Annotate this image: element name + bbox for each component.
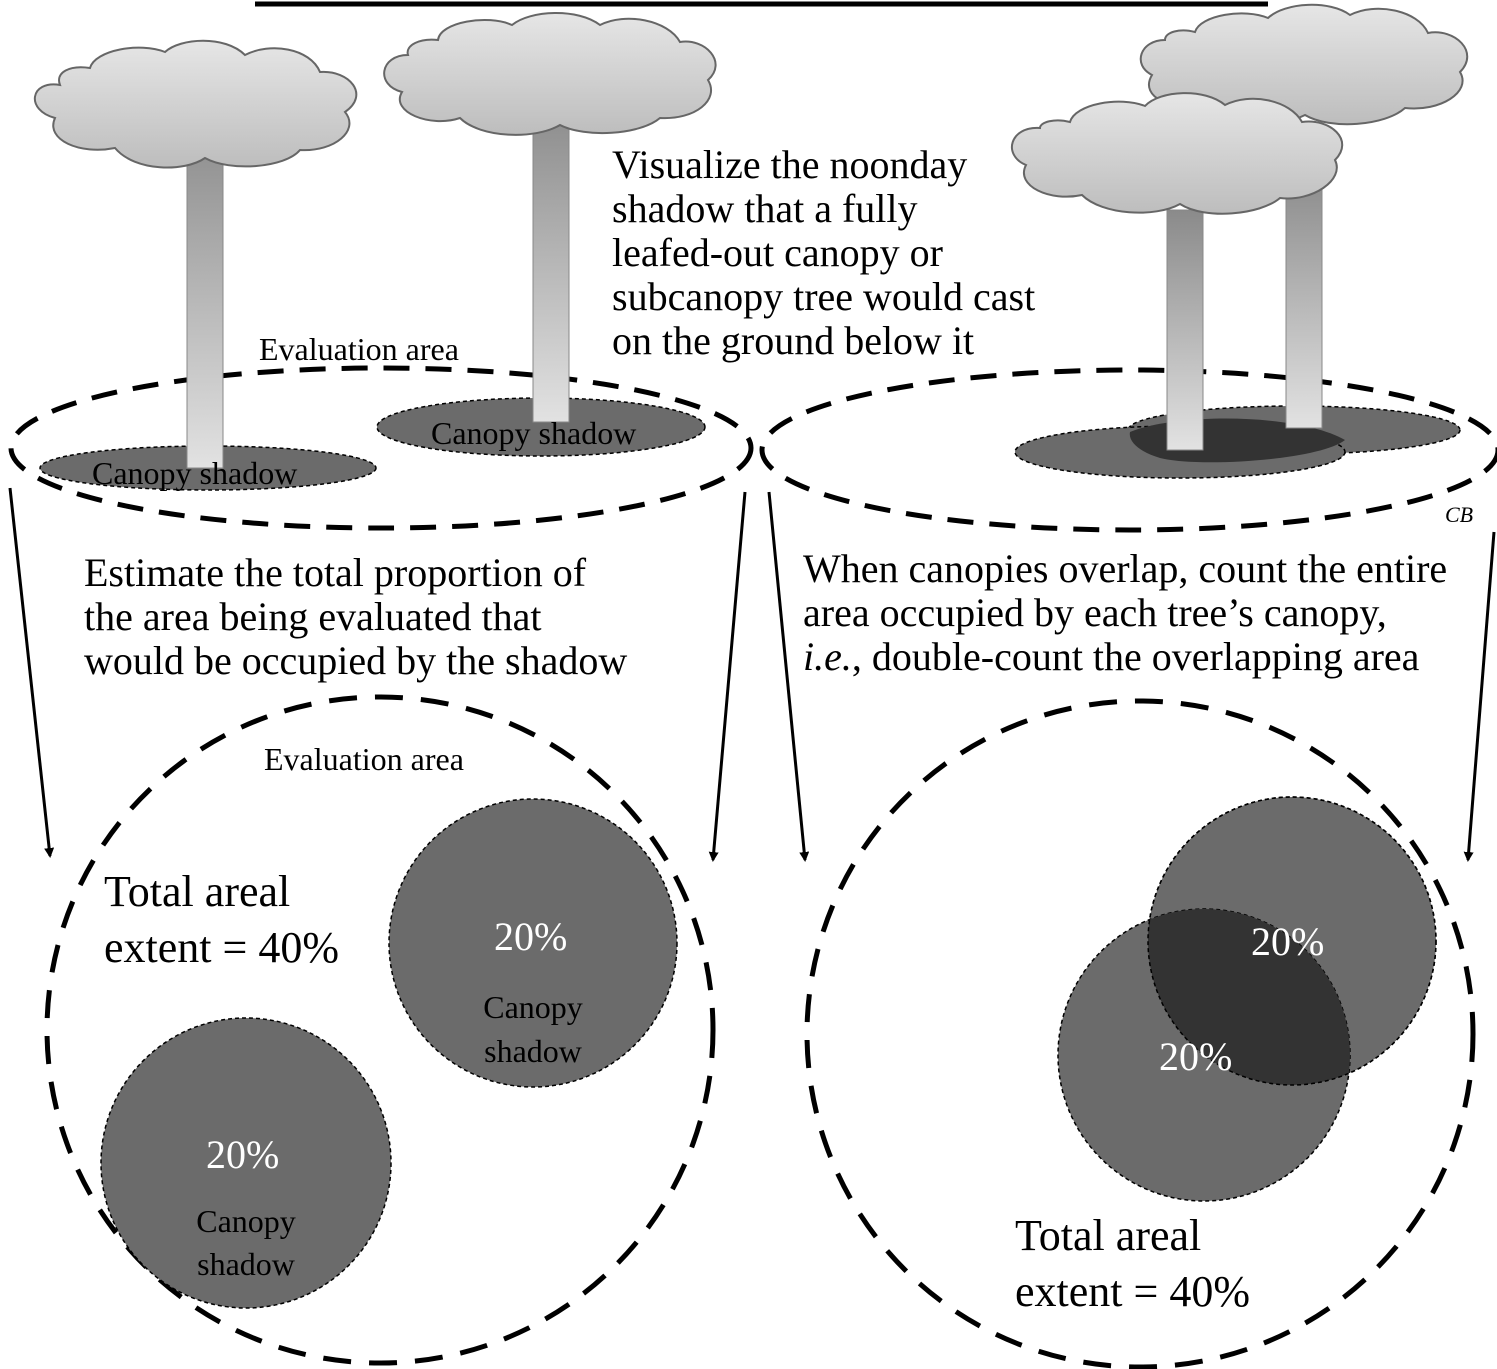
evaluation-area-ellipse-right [759, 367, 1497, 533]
tree-canopy-4 [1010, 92, 1343, 215]
canopy-shadow-label-4a: Canopy [196, 1203, 296, 1239]
canopy-shadow-label-3b: shadow [484, 1033, 582, 1069]
tree-canopy-1 [34, 39, 358, 169]
tree-trunk-3 [1285, 169, 1323, 429]
evaluation-area-ellipse-left [8, 365, 754, 531]
tree-trunk-2 [532, 99, 570, 423]
svg-text:would be occupied by the shado: would be occupied by the shadow [84, 638, 627, 683]
arrow-left-inner [708, 491, 747, 862]
total-areal-extent-right-line2: extent = 40% [1015, 1267, 1250, 1316]
tree-trunk-4 [1166, 209, 1204, 451]
signature: CB [1445, 502, 1473, 527]
svg-text:shadow that a fully: shadow that a fully [612, 186, 918, 231]
svg-text:on the ground below it: on the ground below it [612, 318, 974, 363]
overlap-text: When canopies overlap, count the entire … [803, 546, 1447, 679]
canopy-shadow-label-4b: shadow [197, 1246, 295, 1282]
canopy-shadow-circle-2 [100, 1017, 392, 1309]
arrow-right-outer [767, 491, 810, 862]
tree-trunk-1 [186, 117, 224, 469]
total-areal-extent-left-line2: extent = 40% [104, 923, 339, 972]
canopy-shadow-circle-3-outline [1147, 796, 1437, 1086]
estimate-text: Estimate the total proportion of the are… [84, 550, 627, 683]
svg-text:leafed-out canopy or: leafed-out canopy or [612, 230, 943, 275]
canopy-shadow-label-3a: Canopy [483, 989, 583, 1025]
evaluation-area-circle-right [804, 698, 1476, 1369]
svg-text:subcanopy tree would cast: subcanopy tree would cast [612, 274, 1035, 319]
svg-text:Visualize the noonday: Visualize the noonday [612, 142, 967, 187]
svg-text:Estimate the total proportion: Estimate the total proportion of [84, 550, 587, 595]
percent-label-4: 20% [1159, 1034, 1232, 1079]
tree-canopy-2 [383, 12, 717, 136]
canopy-shadow-circle-1 [388, 798, 678, 1088]
total-areal-extent-left-line1: Total areal [104, 867, 290, 916]
canopy-shadow-label-1: Canopy shadow [92, 455, 297, 491]
arrow-right-inner [1463, 531, 1496, 862]
svg-text:the area being evaluated that: the area being evaluated that [84, 594, 542, 639]
svg-text:area occupied by each tree’s c: area occupied by each tree’s canopy, [803, 590, 1387, 635]
evaluation-area-circle-left [44, 694, 716, 1366]
arrow-left-outer [8, 487, 55, 858]
percent-label-3: 20% [1251, 919, 1324, 964]
evaluation-area-label-top: Evaluation area [259, 331, 459, 367]
svg-text:When canopies overlap, count t: When canopies overlap, count the entire [803, 546, 1447, 591]
percent-label-1: 20% [494, 914, 567, 959]
instruction-text: Visualize the noonday shadow that a full… [612, 142, 1035, 363]
percent-label-2: 20% [206, 1132, 279, 1177]
svg-text:i.e., double-count the overlap: i.e., double-count the overlapping area [803, 634, 1420, 679]
evaluation-area-label-bottom: Evaluation area [264, 741, 464, 777]
total-areal-extent-right-line1: Total areal [1015, 1211, 1201, 1260]
canopy-shadow-label-2: Canopy shadow [431, 415, 636, 451]
